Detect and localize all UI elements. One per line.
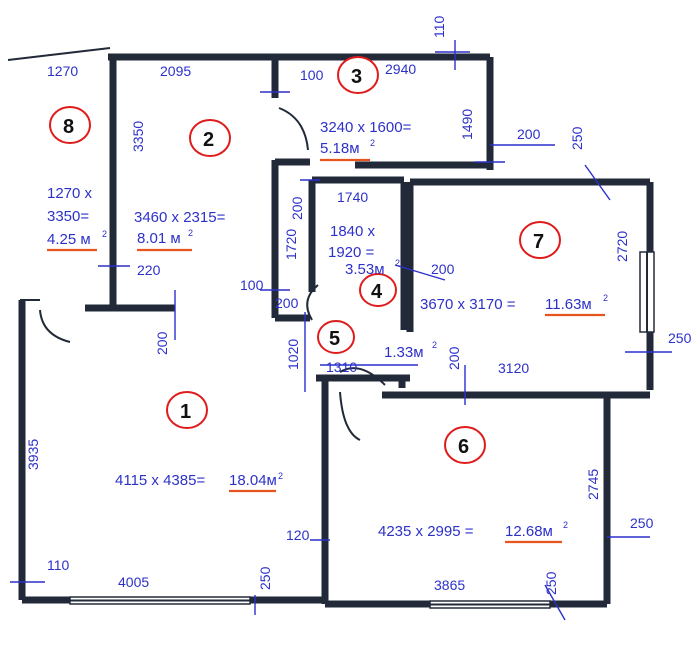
room-3-area: 5.18м bbox=[320, 140, 360, 157]
room-6-circle bbox=[444, 426, 486, 464]
dimension-labels: 1270 2095 100 2940 110 1490 200 250 3350… bbox=[25, 15, 692, 595]
room-5-circle bbox=[317, 320, 355, 354]
room-markers: 1 2 3 4 5 6 7 8 bbox=[49, 56, 561, 464]
room-1-area: 18.04м bbox=[229, 472, 277, 489]
windows bbox=[69, 251, 655, 609]
room-6-number: 6 bbox=[458, 436, 469, 458]
room-8-sup: 2 bbox=[102, 229, 107, 239]
dim-label: 3350 bbox=[130, 121, 146, 152]
dim-label: 3865 bbox=[434, 577, 465, 593]
room-6-sup: 2 bbox=[563, 520, 568, 530]
doors bbox=[7, 47, 386, 441]
dim-label: 1720 bbox=[283, 229, 299, 260]
room-2-circle bbox=[189, 119, 231, 157]
room-8-number: 8 bbox=[63, 116, 74, 138]
dim-label: 1270 bbox=[47, 63, 78, 79]
room-1-number: 1 bbox=[180, 401, 191, 423]
dim-label: 4005 bbox=[118, 574, 149, 590]
dim-label: 100 bbox=[240, 277, 264, 293]
room-4-area: 3.53м bbox=[345, 261, 385, 278]
dim-label: 1020 bbox=[285, 339, 301, 370]
room-8-line2: 3350= bbox=[47, 208, 89, 225]
room-4-number: 4 bbox=[371, 281, 383, 303]
dim-label: 200 bbox=[517, 126, 541, 142]
dim-label: 100 bbox=[300, 67, 324, 83]
room-7-sup: 2 bbox=[603, 293, 608, 303]
room-4-line1: 1840 x bbox=[330, 223, 376, 240]
room-1-formula: 4115 x 4385= bbox=[115, 472, 205, 489]
room-1-sup: 2 bbox=[278, 471, 283, 481]
dim-label: 200 bbox=[154, 331, 170, 355]
dim-label: 2720 bbox=[614, 231, 630, 262]
dim-label: 200 bbox=[431, 261, 455, 277]
room-4-sup: 2 bbox=[395, 258, 400, 268]
dim-label: 250 bbox=[630, 515, 654, 531]
dimension-lines bbox=[10, 40, 672, 621]
room-7-circle bbox=[519, 221, 561, 259]
room-7-area: 11.63м bbox=[545, 296, 592, 313]
room-2-sup: 2 bbox=[188, 228, 193, 238]
room-5-area: 1.33м bbox=[384, 344, 424, 361]
dim-label: 2940 bbox=[385, 61, 416, 77]
dim-label: 2745 bbox=[585, 469, 601, 500]
dim-label: 200 bbox=[446, 346, 462, 370]
room-1-circle bbox=[166, 391, 208, 429]
dim-label: 1490 bbox=[459, 109, 475, 140]
room-2-number: 2 bbox=[203, 129, 214, 151]
room-7-number: 7 bbox=[533, 231, 544, 253]
dim-label: 250 bbox=[257, 566, 273, 590]
room-4-circle bbox=[359, 273, 397, 307]
dim-label: 250 bbox=[668, 330, 692, 346]
dim-label: 250 bbox=[543, 571, 559, 595]
dim-label: 120 bbox=[286, 527, 310, 543]
room-7-formula: 3670 x 3170 = bbox=[420, 296, 516, 313]
dim-label: 220 bbox=[137, 262, 161, 278]
room-6-area: 12.68м bbox=[505, 523, 553, 540]
dim-label: 250 bbox=[569, 126, 585, 150]
room-3-sup: 2 bbox=[370, 138, 375, 148]
dim-label: 110 bbox=[431, 15, 447, 38]
dim-label: 1740 bbox=[337, 189, 368, 205]
room-3-circle bbox=[337, 56, 379, 94]
room-4-line2: 1920 = bbox=[328, 244, 375, 261]
dim-label: 200 bbox=[289, 196, 305, 220]
room-8-line1: 1270 x bbox=[47, 185, 93, 202]
room-3-number: 3 bbox=[351, 66, 362, 88]
room-areas: 4115 x 4385= 18.04м 2 3460 x 2315= 8.01 … bbox=[47, 119, 608, 544]
dim-label: 200 bbox=[275, 295, 299, 311]
dim-label: 3935 bbox=[25, 439, 41, 470]
room-8-area: 4.25 м bbox=[47, 231, 91, 248]
room-3-formula: 3240 x 1600= bbox=[320, 119, 412, 136]
dim-label: 1310 bbox=[326, 359, 357, 375]
room-2-area: 8.01 м bbox=[137, 230, 181, 247]
room-8-circle bbox=[49, 106, 91, 144]
room-2-formula: 3460 x 2315= bbox=[134, 209, 226, 226]
room-5-sup: 2 bbox=[432, 340, 437, 350]
room-6-formula: 4235 x 2995 = bbox=[378, 523, 474, 540]
dim-label: 3120 bbox=[498, 360, 529, 376]
dim-label: 110 bbox=[47, 557, 70, 573]
room-5-number: 5 bbox=[329, 328, 340, 350]
dim-label: 2095 bbox=[160, 63, 191, 79]
